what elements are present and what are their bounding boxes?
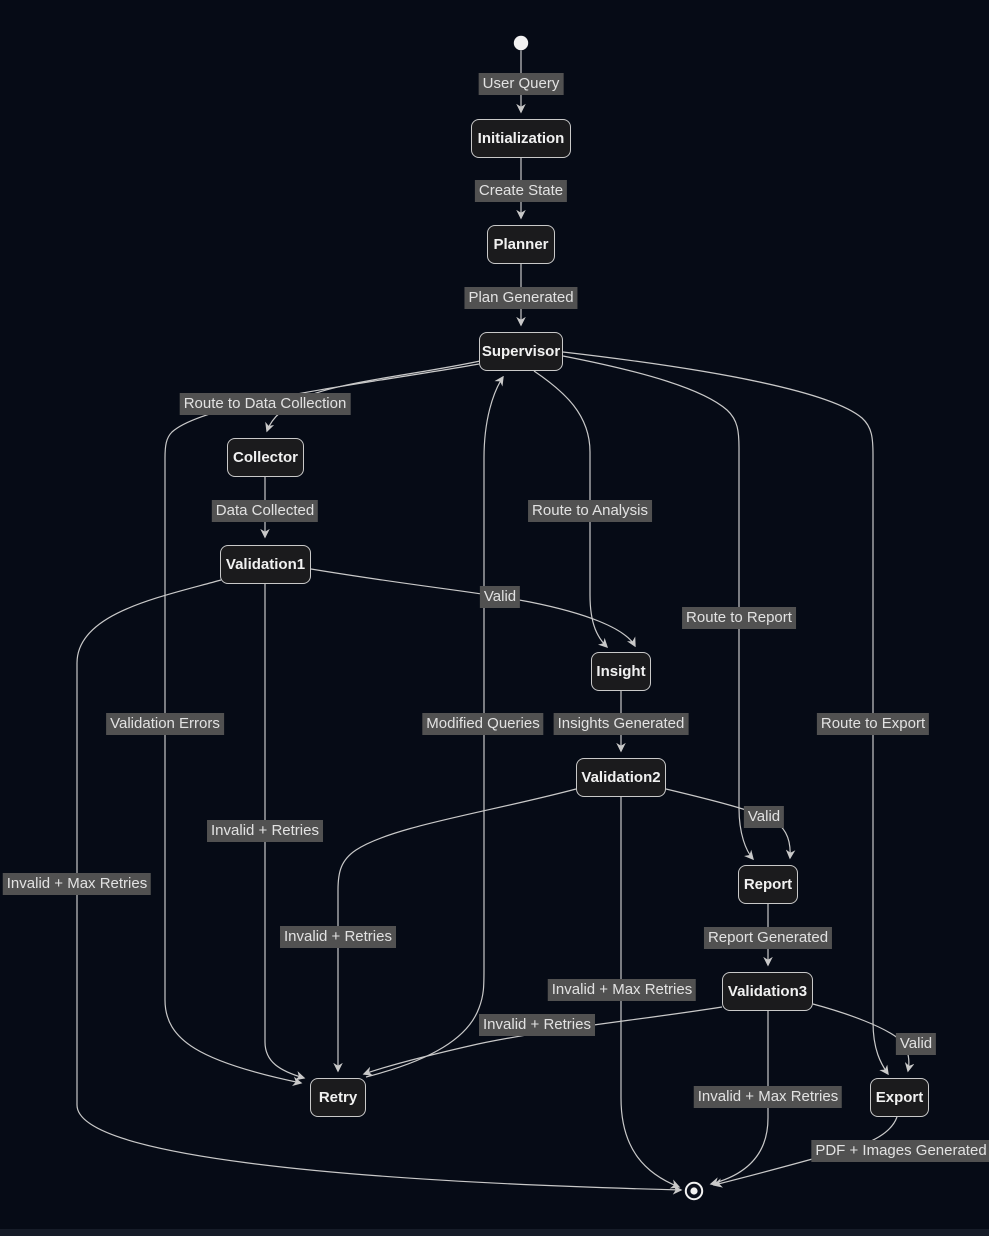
bottom-edge-strip bbox=[0, 1229, 989, 1236]
edge-label-user-query: User Query bbox=[478, 73, 564, 95]
node-supervisor: Supervisor bbox=[479, 332, 563, 371]
edge-validation3-retry bbox=[362, 1006, 723, 1076]
edge-label-valid-3: Valid bbox=[895, 1033, 937, 1055]
node-retry: Retry bbox=[310, 1078, 366, 1117]
edge-label-pdf-images-generated: PDF + Images Generated bbox=[811, 1140, 989, 1162]
node-report: Report bbox=[738, 865, 798, 904]
edge-label-invalid-max-retries-1: Invalid + Max Retries bbox=[2, 873, 152, 895]
edge-label-route-to-data-collection: Route to Data Collection bbox=[179, 393, 351, 415]
edge-validation3-export bbox=[812, 1003, 915, 1073]
node-planner: Planner bbox=[487, 225, 555, 264]
edge-validation1-insight bbox=[310, 568, 636, 648]
node-export: Export bbox=[870, 1078, 929, 1117]
node-collector: Collector bbox=[227, 438, 304, 477]
edge-label-valid-1: Valid bbox=[479, 586, 521, 608]
edge-label-validation-errors: Validation Errors bbox=[106, 713, 224, 735]
edge-supervisor-report bbox=[562, 355, 754, 861]
node-insight: Insight bbox=[591, 652, 651, 691]
edge-supervisor-export bbox=[562, 351, 889, 1076]
edge-label-plan-generated: Plan Generated bbox=[464, 287, 578, 309]
edge-label-modified-queries: Modified Queries bbox=[422, 713, 544, 735]
edge-supervisor-insight bbox=[533, 370, 609, 649]
edge-label-report-generated: Report Generated bbox=[703, 927, 833, 949]
edge-validation2-retry bbox=[333, 788, 577, 1073]
node-validation3: Validation3 bbox=[722, 972, 813, 1011]
node-initialization: Initialization bbox=[471, 119, 571, 158]
edge-label-route-to-export: Route to Export bbox=[816, 713, 930, 735]
edge-label-invalid-retries-2: Invalid + Retries bbox=[280, 926, 396, 948]
start-state-node bbox=[513, 35, 529, 51]
edge-label-valid-2: Valid bbox=[743, 806, 785, 828]
edge-label-route-to-report: Route to Report bbox=[682, 607, 796, 629]
edge-label-data-collected: Data Collected bbox=[211, 500, 319, 522]
edge-validation1-retry bbox=[264, 584, 306, 1081]
edge-label-invalid-max-retries-3: Invalid + Max Retries bbox=[693, 1086, 843, 1108]
end-state-inner-dot bbox=[690, 1187, 698, 1195]
edge-label-invalid-retries-3: Invalid + Retries bbox=[479, 1014, 595, 1036]
edge-label-invalid-max-retries-2: Invalid + Max Retries bbox=[547, 979, 697, 1001]
edge-label-invalid-retries-1: Invalid + Retries bbox=[207, 820, 323, 842]
edge-label-route-to-analysis: Route to Analysis bbox=[528, 500, 652, 522]
edge-validation2-end bbox=[620, 797, 681, 1189]
edge-label-insights-generated: Insights Generated bbox=[553, 713, 689, 735]
edge-label-create-state: Create State bbox=[474, 180, 568, 202]
node-validation2: Validation2 bbox=[576, 758, 666, 797]
edge-validation1-end bbox=[76, 579, 683, 1195]
edge-retry-supervisor bbox=[365, 375, 504, 1078]
node-validation1: Validation1 bbox=[220, 545, 311, 584]
edge-supervisor-retry bbox=[164, 363, 480, 1087]
